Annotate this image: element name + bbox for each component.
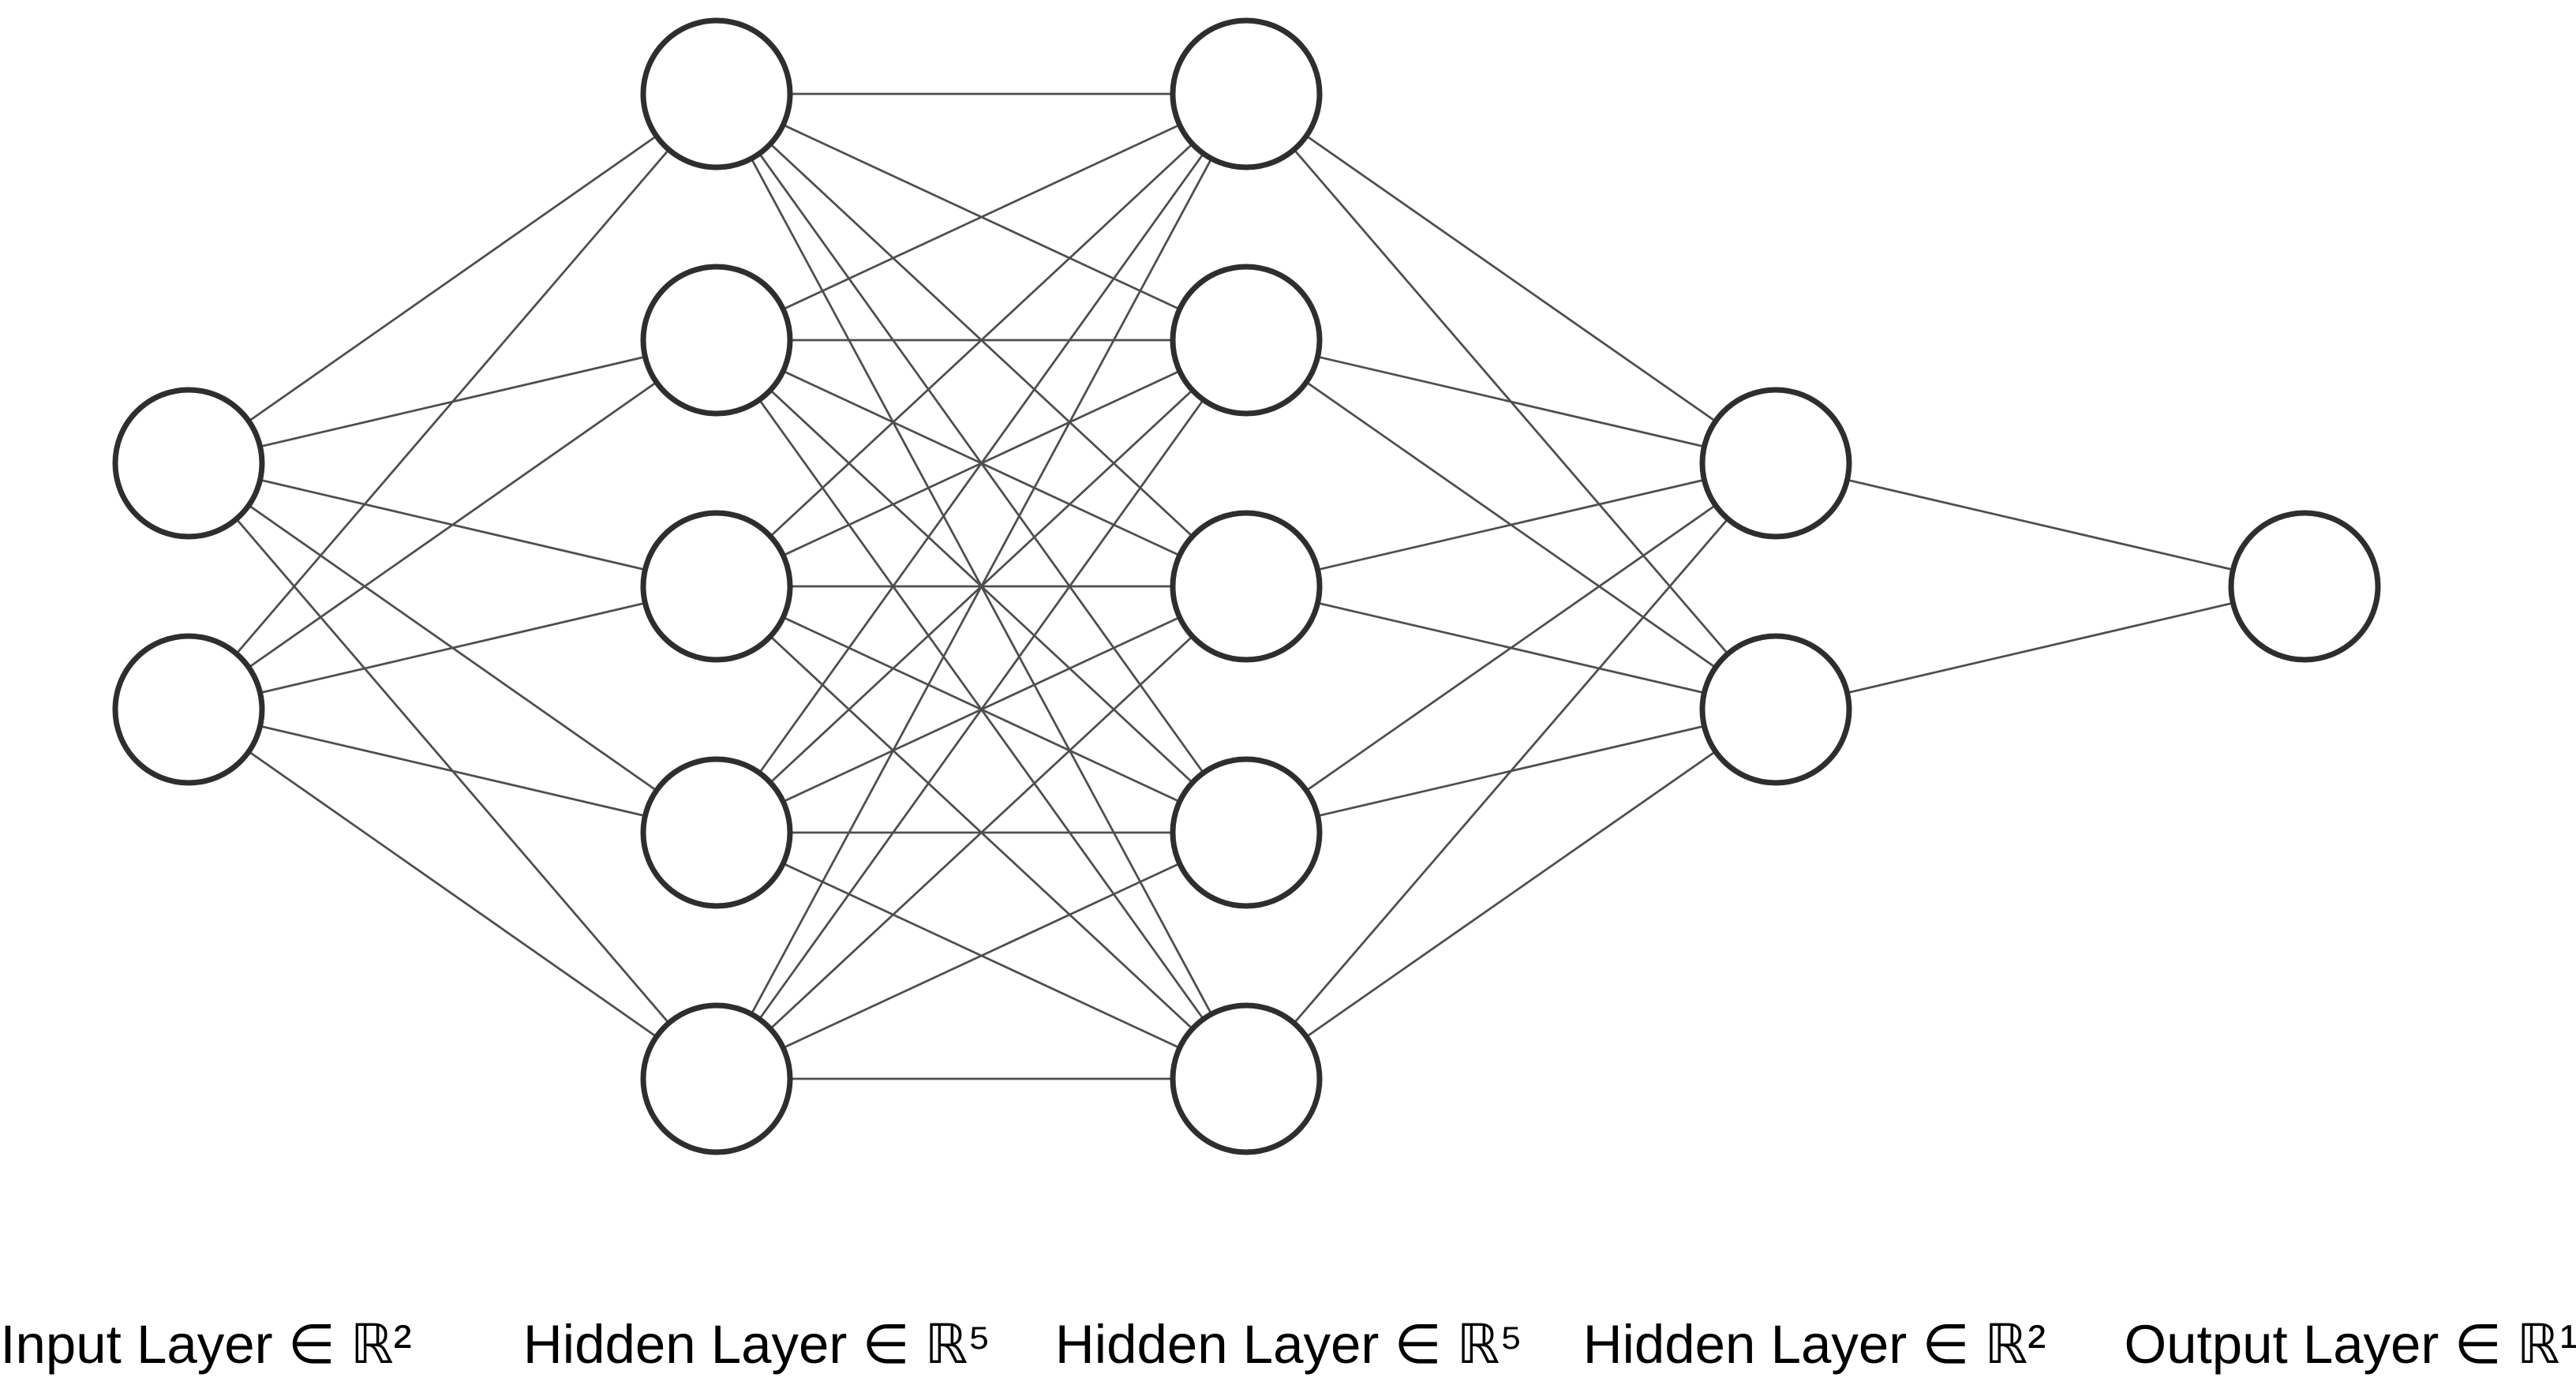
edge: [1245, 92, 1777, 465]
edge: [1775, 585, 2305, 711]
nodes: [112, 17, 2381, 1155]
node-hidden1-5: [640, 1002, 793, 1155]
edge: [188, 92, 717, 465]
edge: [188, 339, 717, 711]
layer-label-output: Output Layer ∈ ℝ¹: [2124, 1314, 2576, 1375]
node-hidden2-4: [1170, 756, 1323, 909]
node-hidden2-5: [1170, 1002, 1323, 1155]
edge: [1245, 708, 1777, 1080]
node-hidden1-1: [640, 17, 793, 170]
layer-label-hidden-2: Hidden Layer ∈ ℝ⁵: [1054, 1314, 1523, 1375]
edge: [716, 831, 1247, 1080]
edge: [188, 708, 717, 834]
node-hidden3-2: [1699, 633, 1852, 786]
node-hidden2-3: [1170, 510, 1323, 663]
edges: [187, 92, 2305, 1080]
edge: [1245, 339, 1777, 465]
node-hidden2-2: [1170, 264, 1323, 417]
edge: [716, 585, 1247, 1080]
edge: [187, 93, 718, 710]
node-hidden3-1: [1699, 387, 1852, 540]
edge: [715, 93, 1248, 1080]
edge: [1775, 462, 2305, 588]
edge: [1245, 462, 1777, 588]
edge: [715, 339, 1248, 1080]
node-input-1: [112, 387, 265, 540]
edge: [715, 93, 1248, 833]
node-hidden2-1: [1170, 17, 1323, 170]
layer-label-hidden-3: Hidden Layer ∈ ℝ²: [1582, 1314, 2046, 1375]
node-input-2: [112, 633, 265, 786]
node-output-1: [2228, 510, 2381, 663]
node-hidden1-3: [640, 510, 793, 663]
edge: [188, 708, 717, 1080]
edge: [1245, 462, 1777, 834]
node-hidden1-4: [640, 756, 793, 909]
edge: [716, 92, 1247, 588]
edge: [188, 585, 717, 711]
node-hidden1-2: [640, 264, 793, 417]
edge: [1245, 462, 1777, 1080]
layer-label-hidden-1: Hidden Layer ∈ ℝ⁵: [522, 1314, 991, 1375]
layer-label-input: Input Layer ∈ ℝ²: [0, 1314, 412, 1375]
edge: [716, 92, 1247, 342]
